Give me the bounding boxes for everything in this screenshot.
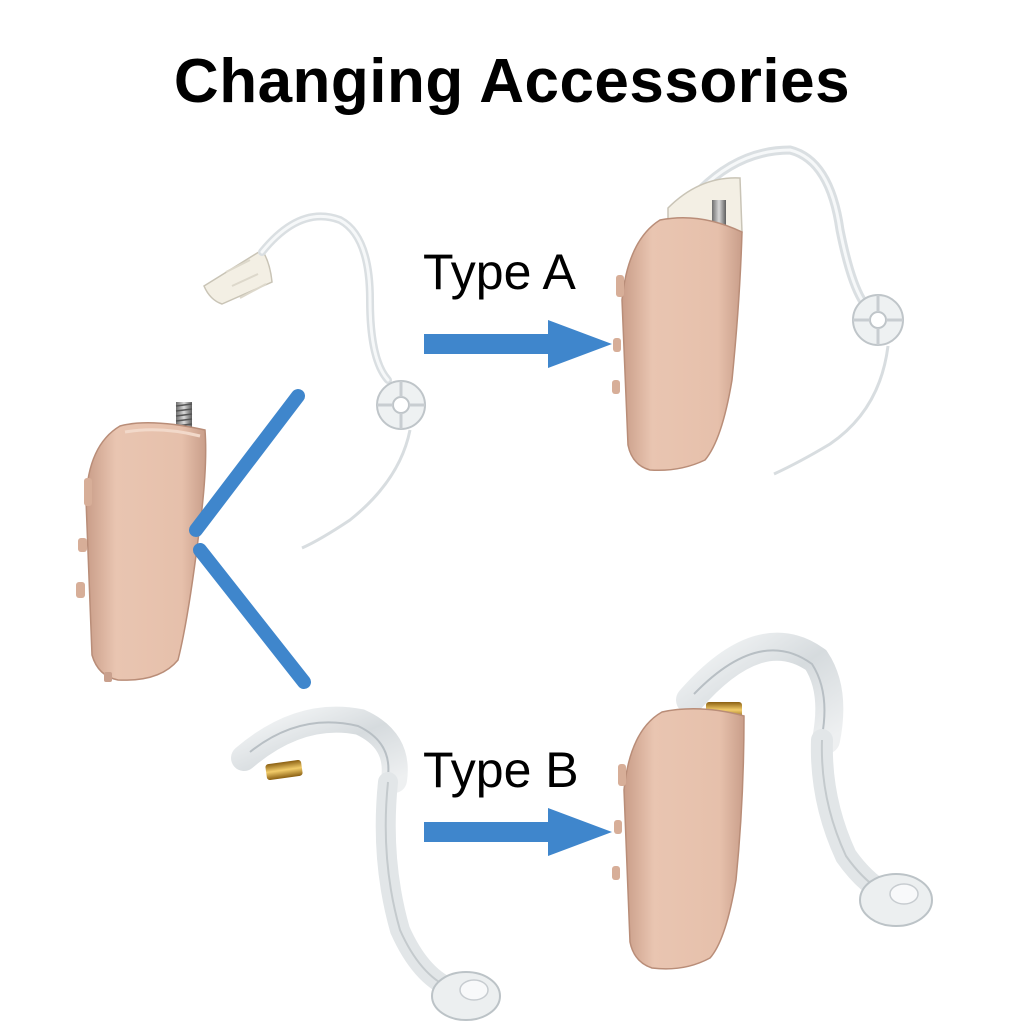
arrow-type-a [424,320,612,368]
volume-button [84,478,92,506]
branch-line-upper [189,389,305,537]
device-body-type-a [621,216,743,472]
tube-adapter-cone [203,248,273,305]
page-title: Changing Accessories [173,47,851,116]
dome-tip-assembled [852,294,904,346]
clear-tube [375,772,460,998]
device-body [85,422,207,681]
hearing-aid-type-a-assembled [612,145,904,476]
device-body-type-b [623,708,745,970]
lower-button [76,582,85,598]
branch-line-lower [193,543,311,689]
program-button [78,538,87,552]
label-type-b: Type B [423,742,579,798]
dome-tip [376,380,426,430]
branch-lines [189,389,311,689]
type-b-accessory [231,706,501,1021]
hearing-aid-type-b-assembled [612,632,933,970]
label-type-a: Type A [423,244,576,300]
retention-line [301,429,412,550]
brass-connector [265,759,303,781]
hearing-aid-bare [76,402,207,682]
ear-tip [431,971,501,1021]
battery-latch [104,672,112,682]
type-a-accessory [203,212,426,550]
arrow-type-b [424,808,612,856]
